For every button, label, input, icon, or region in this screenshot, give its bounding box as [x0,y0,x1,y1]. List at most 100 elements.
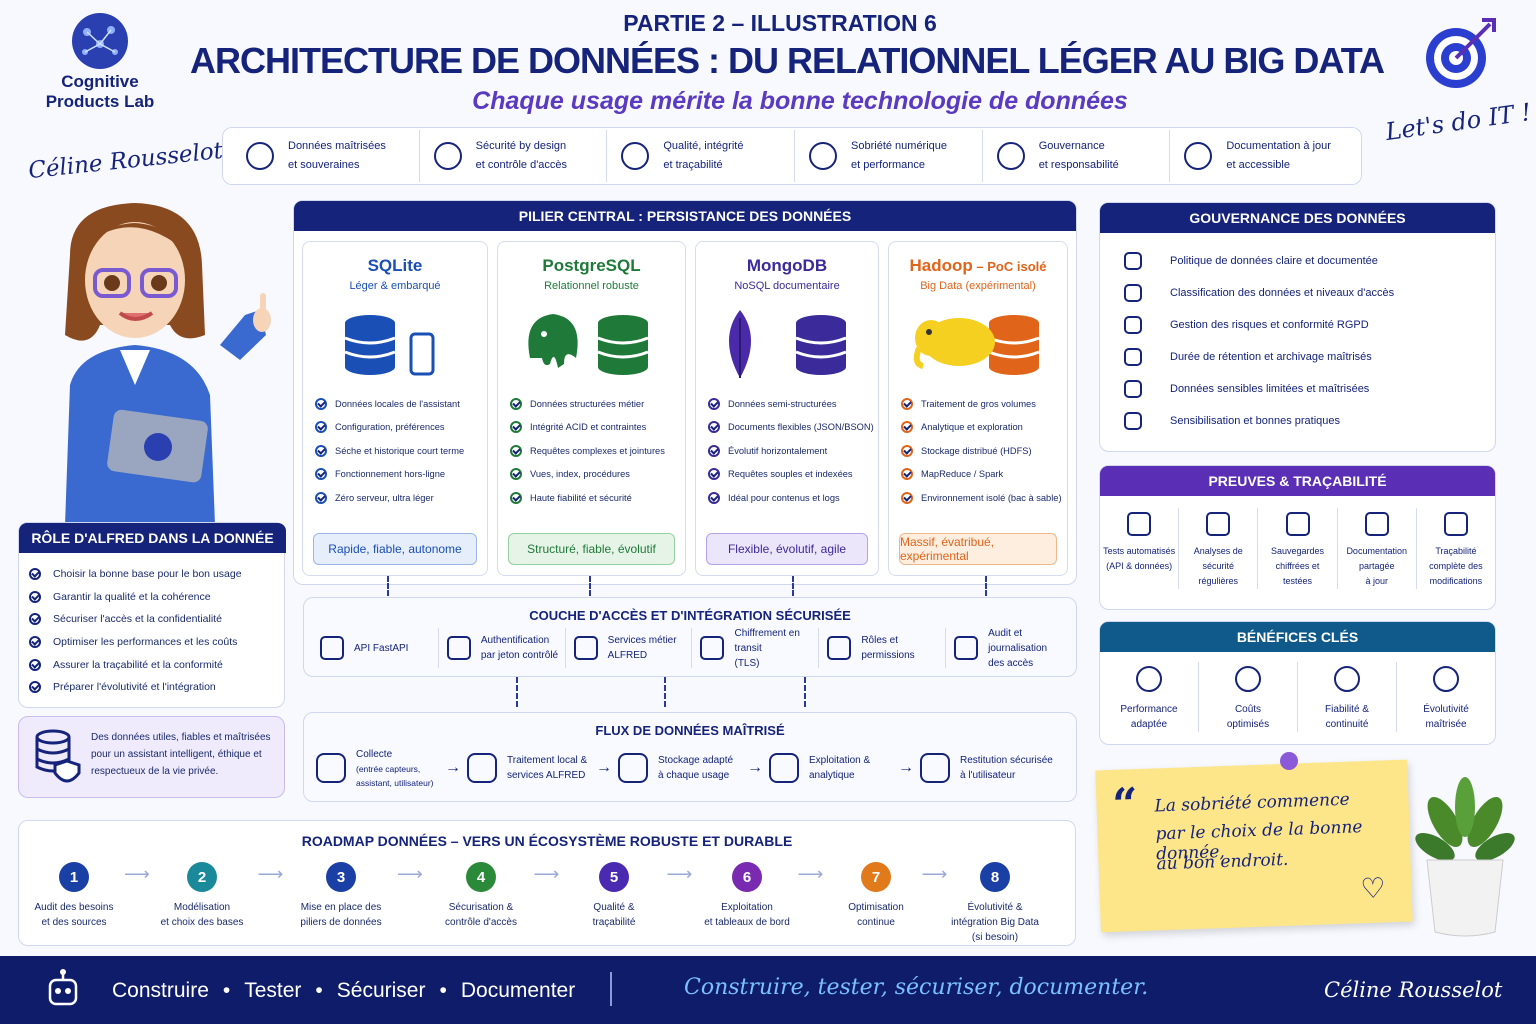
pillar-name-suffix: – PoC isolé [972,259,1047,274]
check-icon [315,444,327,457]
principle-line-2: et performance [851,159,925,171]
benefit-icon [1433,666,1459,692]
footer-signature: Céline Rousselot [1324,978,1503,1002]
role-item-label: Optimiser les performances et les coûts [53,636,238,649]
access-layer-title: COUCHE D'ACCÈS ET D'INTÉGRATION SÉCURISÉ… [529,608,851,623]
benefit-line-2: adaptée [1130,719,1168,730]
access-line-2: ALFRED [607,650,648,661]
pillar-feature-label: Documents flexibles (JSON/BSON) [728,422,874,433]
chart-icon [769,753,799,783]
check-icon [510,421,522,434]
benefit-icon [1136,666,1162,692]
check-icon [510,468,522,481]
check-icon [29,590,41,603]
document-icon [1124,316,1142,334]
pillar-feature: Séche et historique court terme [303,439,487,463]
access-line-1: API FastAPI [354,642,409,654]
proof-icon [1127,512,1152,536]
pillar-feature-label: Vues, index, procédures [530,469,630,480]
flow-line-3: assistant, utilisateur) [356,777,434,788]
page-title: ARCHITECTURE DE DONNÉES : DU RELATIONNEL… [190,40,1385,81]
footer [0,956,1536,1024]
proof-line-2: (API & données) [1106,561,1173,571]
role-item: Assurer la traçabilité et la conformité [29,653,278,676]
check-icon [29,636,41,649]
proof-icon [1285,512,1310,536]
check-icon [708,444,720,457]
footer-motto: Construire, tester, sécuriser, documente… [684,975,1149,1000]
arrow-right-icon: ⟶ [124,864,150,884]
access-line-1: Audit et journalisation [988,627,1048,654]
pillar-feature: Traitement de gros volumes [889,392,1067,416]
arrow-right-icon: → [747,759,763,776]
pillar-feature-label: Données locales de l'assistant [335,398,460,409]
principle-line-1: Documentation à jour [1226,140,1331,152]
avatar-character [65,203,271,525]
governance-item: Politique de données claire et documenté… [1124,245,1485,277]
pillar-pill: Massif, évatribué, expérimental [899,533,1057,565]
flow-arrow [664,677,666,707]
pillar-feature-label: Idéal pour contenus et logs [728,492,840,503]
proof-icon [1443,512,1468,536]
pillar-feature-label: Données semi-structurées [728,398,837,409]
role-item: Choisir la bonne base pour le bon usage [29,563,278,586]
brain-circuit-icon [72,13,128,69]
roadmap-line-2: et tableaux de bord [704,917,790,928]
flow-arrow [387,576,389,596]
quote-note: “ La sobriété commence par le choix de l… [1095,759,1413,933]
benefit-icon [1334,666,1360,692]
flow-line-1: Collecte [356,748,393,760]
roadmap-step-label: Sécurisation &contrôle d'accès [421,900,541,930]
role-item: Préparer l'évolutivité et l'intégration [29,676,278,699]
pillar-pill: Flexible, évolutif, agile [706,533,868,565]
pillar-feature: Fonctionnement hors-ligne [303,463,487,487]
role-item-label: Sécuriser l'accès et la confidentialité [53,613,222,626]
check-icon [29,658,41,671]
document-icon [1124,284,1142,302]
database-icon [794,314,848,376]
flow-line-1: Restitution sécurisée [960,755,1053,766]
roadmap-step-number: 3 [326,862,356,892]
roadmap-step-label: Qualité &traçabilité [554,900,674,930]
role-item-label: Assurer la traçabilité et la conformité [53,658,223,671]
roadmap-line-2: contrôle d'accès [445,917,517,928]
quote-line-1: La sobriété commence [1154,789,1350,817]
roadmap-line-2: et des sources [41,917,107,928]
arrow-right-icon: → [445,759,461,776]
users-icon [996,142,1025,170]
database-shield-icon [35,729,81,783]
arrow-right-icon: ⟶ [921,864,948,884]
benefit-icon [1235,666,1261,692]
role-item: Optimiser les performances et les coûts [29,631,278,654]
flow-line-1: Stockage adapté [658,755,734,766]
pillar-feature-label: Traitement de gros volumes [921,398,1036,409]
benefit-line-1: Évolutivité [1423,704,1469,715]
pillar-feature: Intégrité ACID et contraintes [498,416,685,440]
quote-mark: “ [1111,779,1139,831]
pillar-feature: Stockage distribué (HDFS) [889,439,1067,463]
roadmap-step-number: 8 [980,862,1010,892]
role-item: Sécuriser l'accès et la confidentialité [29,608,278,631]
flow-step: Collecte(entrée capteurs,assistant, util… [316,740,467,796]
proof-item: Tests automatisés(API & données) [1100,508,1180,589]
proof-line-2: partagée [1358,561,1395,571]
bullet: • [222,979,231,1002]
access-item: Chiffrement en transit(TLS) [692,628,820,669]
pillar-feature-label: Analytique et exploration [921,422,1023,433]
proof-icon [1206,512,1231,536]
database-icon [343,314,397,376]
